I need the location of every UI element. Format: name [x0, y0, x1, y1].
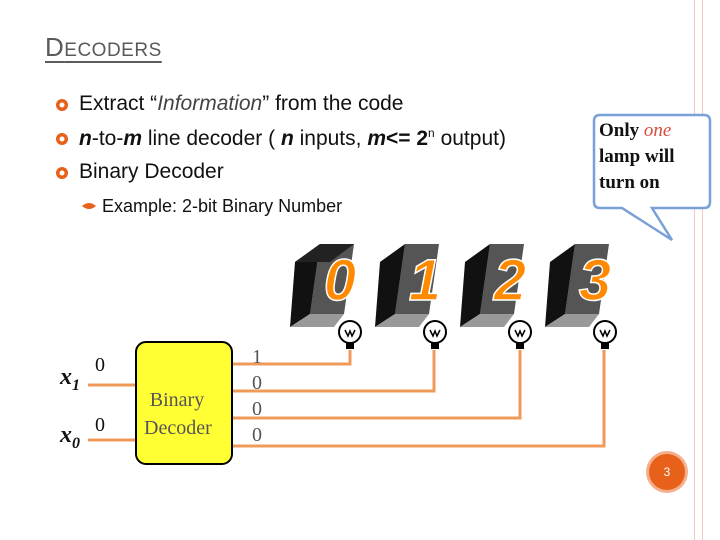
output-value: 0 [252, 424, 262, 446]
input-subscript: 0 [72, 434, 80, 452]
digit-block-1 [375, 244, 439, 327]
sub-bullet-icon [80, 196, 102, 217]
bullet-text: inputs, [293, 127, 368, 150]
bullet-emphasis: Information [157, 92, 263, 115]
input-name: x [60, 364, 72, 390]
input-label-x0: x0 [60, 422, 80, 453]
slide-border-line [702, 0, 703, 540]
sub-bullet-example: Example: 2-bit Binary Number [80, 196, 342, 217]
wire-output-3 [232, 350, 606, 448]
callout-bubble [592, 113, 712, 242]
callout-line: turn on [599, 172, 660, 193]
input-value-x0: 0 [95, 414, 105, 436]
wire-output-1 [232, 350, 436, 393]
digit-block-0 [290, 244, 354, 327]
lamp-icon [338, 320, 362, 349]
decoder-label: Binary Decoder [144, 386, 212, 442]
digit-block-3 [545, 244, 609, 327]
var-m: m [367, 127, 386, 150]
callout-line: Only [599, 120, 644, 141]
input-name: x [60, 422, 72, 448]
page-number-badge: 3 [649, 454, 685, 490]
decoder-box [135, 341, 233, 465]
digit-1: 1 [409, 248, 441, 313]
input-value-x1: 0 [95, 354, 105, 376]
bullet-text: -to- [91, 127, 124, 150]
lamp-icon [593, 320, 617, 349]
lamp-icon [423, 320, 447, 349]
var-n: n [280, 127, 294, 150]
output-values: 1 0 0 0 [252, 344, 262, 448]
bullet-icon [56, 99, 68, 111]
var-n: n [79, 127, 92, 150]
slide-title: DECODERS [45, 32, 162, 63]
exponent: n [428, 126, 435, 140]
digit-2: 2 [493, 248, 526, 313]
callout-emphasis: one [643, 120, 672, 141]
output-value: 0 [252, 372, 262, 394]
bullet-text: <= 2 [386, 127, 429, 150]
decoder-label-line: Decoder [144, 417, 212, 439]
var-m: m [123, 127, 143, 150]
input-label-x1: x1 [60, 364, 80, 395]
bullet-icon [56, 133, 68, 145]
sub-bullet-text: Example: 2-bit Binary Number [102, 196, 343, 216]
bullet-icon [56, 167, 68, 179]
callout-text: Only one lamp will turn on [599, 118, 674, 196]
input-subscript: 1 [72, 376, 80, 394]
lamp-icon [508, 320, 532, 349]
bullet-text: ” from the code [262, 92, 404, 115]
digit-3: 3 [579, 248, 611, 313]
digit-0: 0 [324, 248, 356, 313]
output-value: 1 [252, 346, 262, 368]
bullet-text: Extract “ [79, 92, 158, 115]
wire-output-2 [232, 350, 522, 420]
slide-border-line [694, 0, 695, 540]
digit-display: 0 1 2 3 [290, 244, 617, 349]
title-rest: ECODERS [64, 40, 162, 61]
title-initial: D [45, 32, 65, 62]
bullet-text: line decoder ( [142, 127, 281, 150]
output-value: 0 [252, 398, 262, 420]
wire-output-0 [232, 350, 352, 366]
bullet-text: output) [434, 127, 506, 150]
bullet-text: Binary Decoder [79, 160, 224, 183]
decoder-label-line: Binary [149, 389, 205, 411]
callout-line: lamp will [599, 146, 675, 167]
digit-block-2 [460, 244, 524, 327]
wire-lines [88, 350, 606, 448]
